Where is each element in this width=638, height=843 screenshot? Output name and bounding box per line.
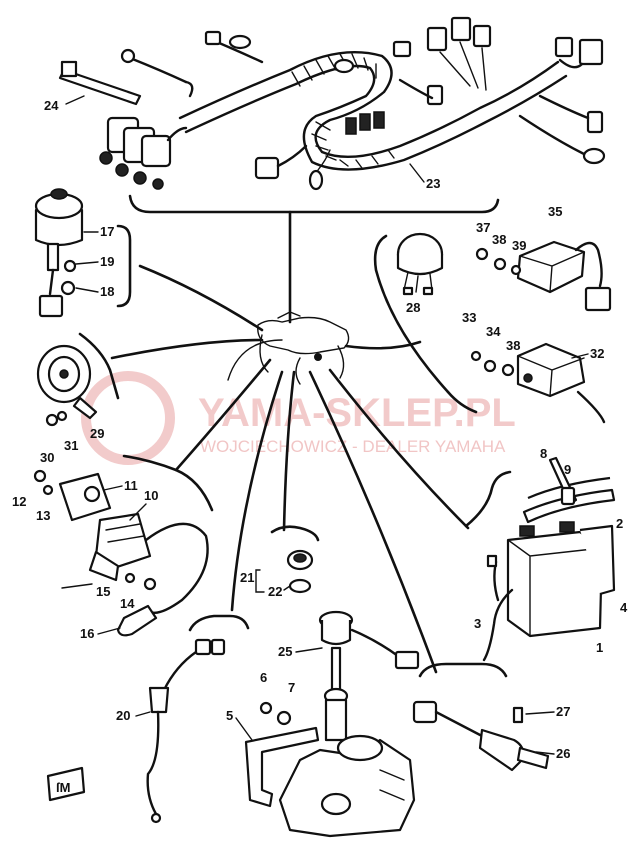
horn xyxy=(36,344,98,427)
label-22: 22 xyxy=(268,584,282,599)
label-10: 10 xyxy=(144,488,158,503)
label-28: 28 xyxy=(406,300,420,315)
label-3: 3 xyxy=(474,616,481,631)
label-25: 25 xyxy=(278,644,292,659)
engine-case xyxy=(278,734,416,838)
label-24: 24 xyxy=(44,98,59,113)
label-7: 7 xyxy=(288,680,295,695)
label-26: 26 xyxy=(556,746,570,761)
thermo-sender xyxy=(412,700,550,772)
ignition-coil xyxy=(33,469,209,637)
label-17: 17 xyxy=(100,224,114,239)
watermark: YAMA-SKLEP.PL WOJCIECHOWICZ - DEALER YAM… xyxy=(81,371,516,465)
label-35: 35 xyxy=(548,204,562,219)
label-32: 32 xyxy=(590,346,604,361)
label-6: 6 xyxy=(260,670,267,685)
engine-bracket xyxy=(244,701,320,808)
grommet xyxy=(286,549,314,594)
motorcycle-silhouette-icon xyxy=(227,311,350,385)
cdi-unit xyxy=(475,240,612,312)
watermark-logo-icon xyxy=(81,371,175,465)
label-34: 34 xyxy=(486,324,501,339)
label-2: 2 xyxy=(616,516,623,531)
label-16: 16 xyxy=(80,626,94,641)
label-38-lower: 38 xyxy=(506,338,520,353)
rectifier-regulator xyxy=(470,342,606,424)
watermark-title: YAMA-SKLEP.PL xyxy=(198,391,516,435)
label-15: 15 xyxy=(96,584,110,599)
label-11: 11 xyxy=(124,478,138,493)
label-8: 8 xyxy=(540,446,547,461)
battery xyxy=(482,456,616,662)
main-switch xyxy=(34,188,84,318)
fm-symbol-icon: ſM xyxy=(46,766,86,802)
label-38-upper: 38 xyxy=(492,232,506,247)
label-19: 19 xyxy=(100,254,114,269)
label-33: 33 xyxy=(462,310,476,325)
part-number-labels: 24 23 17 19 18 29 31 30 11 12 13 10 15 1… xyxy=(12,95,628,761)
label-39: 39 xyxy=(512,238,526,253)
label-13: 13 xyxy=(36,508,50,523)
neutral-switch xyxy=(146,638,226,824)
label-9: 9 xyxy=(564,462,571,477)
oil-level-switch xyxy=(318,610,420,742)
label-14: 14 xyxy=(120,596,135,611)
label-29: 29 xyxy=(90,426,104,441)
label-37: 37 xyxy=(476,220,490,235)
label-31: 31 xyxy=(64,438,78,453)
label-12: 12 xyxy=(12,494,26,509)
svg-text:ſM: ſM xyxy=(56,780,70,795)
label-1: 1 xyxy=(596,640,603,655)
label-21: 21 xyxy=(240,570,254,585)
watermark-subtitle: WOJCIECHOWICZ - DEALER YAMAHA xyxy=(200,437,506,456)
label-30: 30 xyxy=(40,450,54,465)
label-18: 18 xyxy=(100,284,114,299)
flasher-relay xyxy=(396,232,444,296)
label-4: 4 xyxy=(620,600,628,615)
label-23: 23 xyxy=(426,176,440,191)
cable-tie xyxy=(58,60,142,106)
wire-harness xyxy=(99,16,606,191)
label-27: 27 xyxy=(556,704,570,719)
leader-lines xyxy=(110,210,470,674)
label-20: 20 xyxy=(116,708,130,723)
label-5: 5 xyxy=(226,708,233,723)
